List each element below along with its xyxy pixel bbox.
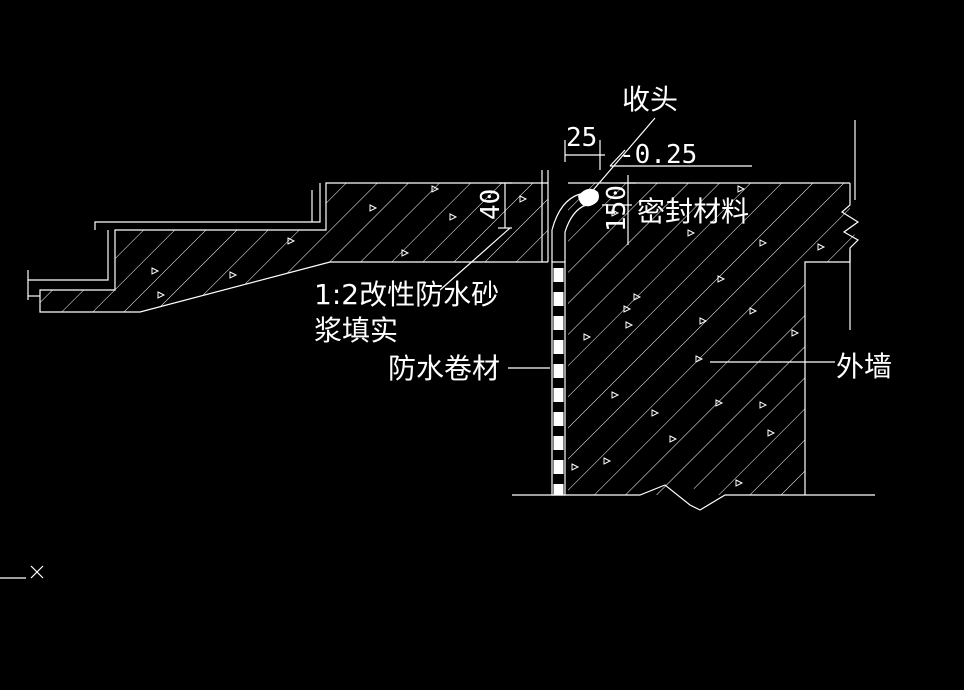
mortar-fill-hatch bbox=[40, 183, 548, 312]
sealant-blob bbox=[578, 188, 599, 207]
dim-150: 150 bbox=[602, 185, 632, 232]
label-membrane: 防水卷材 bbox=[388, 352, 501, 385]
dim-elevation: -0.25 bbox=[619, 140, 698, 170]
label-mortar-line1: 1:2改性防水砂 bbox=[314, 278, 500, 311]
label-seal-material: 密封材料 bbox=[637, 195, 750, 228]
outline-lines bbox=[0, 117, 875, 579]
ucs-x-icon bbox=[30, 565, 44, 579]
label-mortar-line2: 浆填实 bbox=[314, 314, 399, 347]
waterproof-membrane bbox=[551, 261, 566, 496]
dim-40: 40 bbox=[476, 188, 506, 220]
dim-25: 25 bbox=[566, 123, 598, 153]
aggregate-symbols bbox=[151, 185, 826, 487]
label-shoutou: 收头 bbox=[622, 83, 679, 116]
label-outer-wall: 外墙 bbox=[836, 350, 893, 383]
